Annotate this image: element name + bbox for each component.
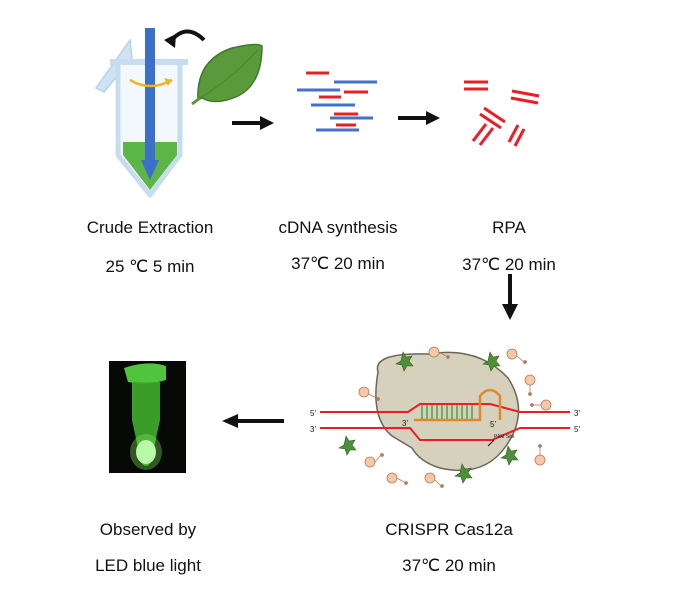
observed-title: Observed by [99,520,197,539]
arrow-left-icon [222,414,284,428]
crude-extraction-title: Crude Extraction [86,218,214,237]
cdna-synthesis-condition: 37℃ 20 min [291,254,385,273]
extraction-tube-illustration [94,28,206,198]
crispr-title: CRISPR Cas12a [385,520,513,539]
arrow-right-2-icon [398,111,440,125]
cdna-strands-illustration [297,71,377,132]
strand-end-left-bottom: 3' [310,425,316,434]
cdna-synthesis-title: cDNA synthesis [278,218,398,237]
crispr-cas12a-illustration: 5' 3' 3' 5' 3' 5' PAM Site [310,346,580,488]
reporter-molecules [358,346,552,488]
observed-subtitle: LED blue light [95,556,201,575]
led-photo [109,361,186,473]
crude-extraction-condition: 25 ℃ 5 min [105,257,195,276]
rpa-condition: 37℃ 20 min [462,255,556,274]
crrna-end-5: 5' [490,420,496,429]
crrna-end-3: 3' [402,419,408,428]
strand-end-left-top: 5' [310,409,316,418]
arrow-down-icon [502,274,518,320]
crispr-condition: 37℃ 20 min [402,556,496,575]
pam-site-label: PAM Site [494,434,515,440]
arrow-right-1-icon [232,116,274,130]
strand-end-right-top: 3' [574,409,580,418]
rpa-title: RPA [492,218,526,237]
cleaved-reporter-stars [338,351,519,484]
leaf-icon [191,43,263,106]
rpa-amplicons-illustration [464,80,540,147]
strand-end-right-bottom: 5' [574,425,580,434]
